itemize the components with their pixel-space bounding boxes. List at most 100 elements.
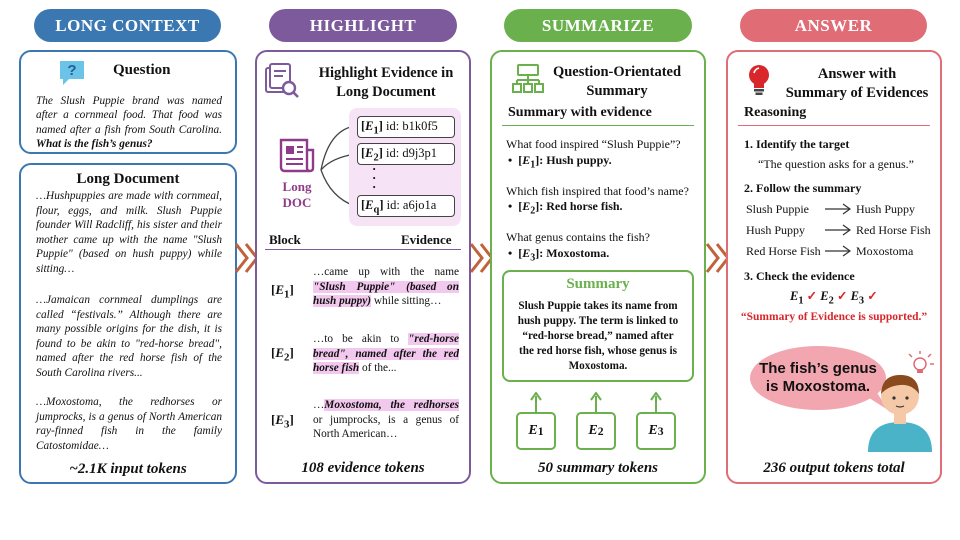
svg-text:?: ? [67, 62, 76, 79]
block-label-e2: [E2] [271, 345, 294, 364]
summary-with-evidence-title: Summary with evidence [508, 105, 652, 120]
arrow-right-icon [825, 203, 852, 215]
check-icon: ✓ [806, 289, 818, 303]
summary-box: Summary Slush Puppie takes its name from… [502, 270, 694, 382]
answer-divider [738, 125, 930, 126]
check-icon: ✓ [836, 289, 848, 303]
question-title: Question [113, 62, 171, 78]
question-panel: ? Question The Slush Puppie brand was na… [19, 50, 237, 154]
block-label-e3: [E3] [271, 412, 294, 431]
summarize-title-line-2: Summary [586, 83, 648, 99]
long-doc-label: Long DOC [271, 179, 323, 211]
evidence-checks: E1 ✓ E2 ✓ E3 ✓ [790, 289, 878, 307]
evidence-e1-pre: …came up with the name [313, 266, 459, 278]
document-panel: Long Document …Hushpuppies are made with… [19, 163, 237, 484]
evidence-e2-post: of the... [359, 362, 397, 374]
evidence-e2-pre: …to be akin to [313, 333, 409, 345]
evidence-token-count: 108 evidence tokens [301, 460, 425, 476]
document-para-1: …Hushpuppies are made with cornmeal, flo… [36, 190, 222, 275]
chain-to-2: Red Horse Fish [856, 223, 931, 237]
document-para-2: …Jamaican cornmeal dumplings are called … [36, 294, 222, 379]
id-item-e2: [E2] id: d9j3p1 [357, 143, 455, 165]
chain-to-1: Hush Puppy [856, 202, 916, 216]
summarize-title: Question-Orientated Summary [546, 63, 688, 101]
check-icon: ✓ [867, 289, 878, 303]
highlight-title: Highlight Evidence in Long Document [305, 64, 467, 102]
question-ask: What is the fish’s genus? [36, 137, 153, 150]
step-identify: 1. Identify the target [744, 137, 850, 151]
long-doc-icon [277, 136, 317, 179]
evidence-header: Evidence [401, 232, 452, 247]
document-para-3: …Moxostoma, the redhorses or jumprocks, … [36, 396, 222, 452]
qa-answer-1-text: : Hush puppy. [539, 153, 612, 167]
answer-panel: Answer with Summary of Evidences Reasoni… [726, 50, 942, 484]
long-doc-label-line-1: Long [282, 179, 312, 194]
summary-token-count: 50 summary tokens [537, 460, 658, 476]
qa-answer-1: • [E1]: Hush puppy. [508, 153, 612, 171]
question-icon: ? [57, 58, 87, 85]
answer-title-line-1: Answer with [817, 66, 897, 82]
final-answer-line-2: is Moxostoma. [765, 378, 871, 395]
evidence-row-e3: …Moxostoma, the redhorses or jumprocks, … [313, 398, 459, 442]
qa-answer-2-text: : Red horse fish. [539, 199, 623, 213]
qa-question-1: What food inspired “Slush Puppie”? [506, 137, 681, 151]
table-divider [265, 249, 461, 250]
id-item-eq: [Eq] id: a6jo1a [357, 195, 455, 217]
final-answer: The fish’s genus is Moxostoma. [752, 360, 884, 396]
long-doc-label-line-2: DOC [282, 195, 312, 210]
chain-from-1: Slush Puppie [746, 202, 810, 216]
qa-answer-3-text: : Moxostoma. [539, 246, 610, 260]
block-header: Block [269, 232, 301, 247]
id-value-e1: id: b1k0f5 [386, 119, 438, 133]
chain-from-3: Red Horse Fish [746, 244, 821, 258]
person-icon [868, 351, 934, 452]
reasoning-title: Reasoning [744, 105, 807, 120]
id-ellipsis: ··· [372, 161, 377, 194]
qa-question-2: Which fish inspired that food’s name? [506, 184, 689, 198]
supported-text: “Summary of Evidence is supported.” [740, 311, 928, 323]
summary-title: Summary [566, 276, 630, 292]
evidence-e3-highlight: Moxostoma, the redhorses [324, 399, 459, 411]
arrow-right-icon [825, 245, 852, 257]
summarize-divider [502, 125, 694, 126]
arrow-up-icon [590, 392, 602, 413]
input-token-count: ~2.1K input tokens [69, 461, 187, 477]
hierarchy-icon [512, 64, 544, 99]
block-label-e1: [E1] [271, 282, 294, 301]
arrow-up-icon [530, 392, 542, 413]
qa-answer-3: • [E3]: Moxostoma. [508, 246, 610, 264]
chain-from-2: Hush Puppy [746, 223, 806, 237]
final-answer-line-1: The fish’s genus [759, 360, 877, 377]
header-highlight: HIGHLIGHT [269, 9, 457, 42]
highlight-doc-search-icon [263, 62, 301, 105]
summarize-title-line-1: Question-Orientated [552, 64, 682, 80]
id-value-e2: id: d9j3p1 [386, 146, 438, 160]
chain-to-3: Moxostoma [856, 244, 914, 258]
highlight-panel: Highlight Evidence in Long Document Long… [255, 50, 471, 484]
evidence-row-e2: …to be akin to "red-horse bread", named … [313, 332, 459, 376]
step-identify-text: “The question asks for a genus.” [758, 157, 914, 171]
id-value-eq: id: a6jo1a [386, 198, 437, 212]
summarize-panel: Question-Orientated Summary Summary with… [490, 50, 706, 484]
question-body: The Slush Puppie brand was named after a… [36, 95, 222, 136]
evidence-e1-post: while sitting… [371, 295, 442, 307]
step-follow: 2. Follow the summary [744, 181, 862, 195]
header-summarize: SUMMARIZE [504, 9, 692, 42]
qa-answer-2: • [E2]: Red horse fish. [508, 199, 623, 217]
evidence-e3-pre: … [313, 399, 325, 411]
output-token-count: 236 output tokens total [763, 460, 905, 476]
arrow-up-icon [650, 392, 662, 413]
header-long-context: LONG CONTEXT [34, 9, 221, 42]
summary-text: Slush Puppie takes its name from hush pu… [517, 300, 679, 372]
step-check: 3. Check the evidence [744, 269, 855, 283]
evidence-row-e1: …came up with the name "Slush Puppie" (b… [313, 265, 459, 309]
document-title: Long Document [76, 171, 180, 187]
question-text: The Slush Puppie brand was named after a… [36, 94, 222, 151]
header-answer: ANSWER [740, 9, 927, 42]
highlight-title-line-1: Highlight Evidence in [318, 65, 454, 81]
lightbulb-icon [746, 64, 772, 101]
qa-question-3: What genus contains the fish? [506, 230, 650, 244]
